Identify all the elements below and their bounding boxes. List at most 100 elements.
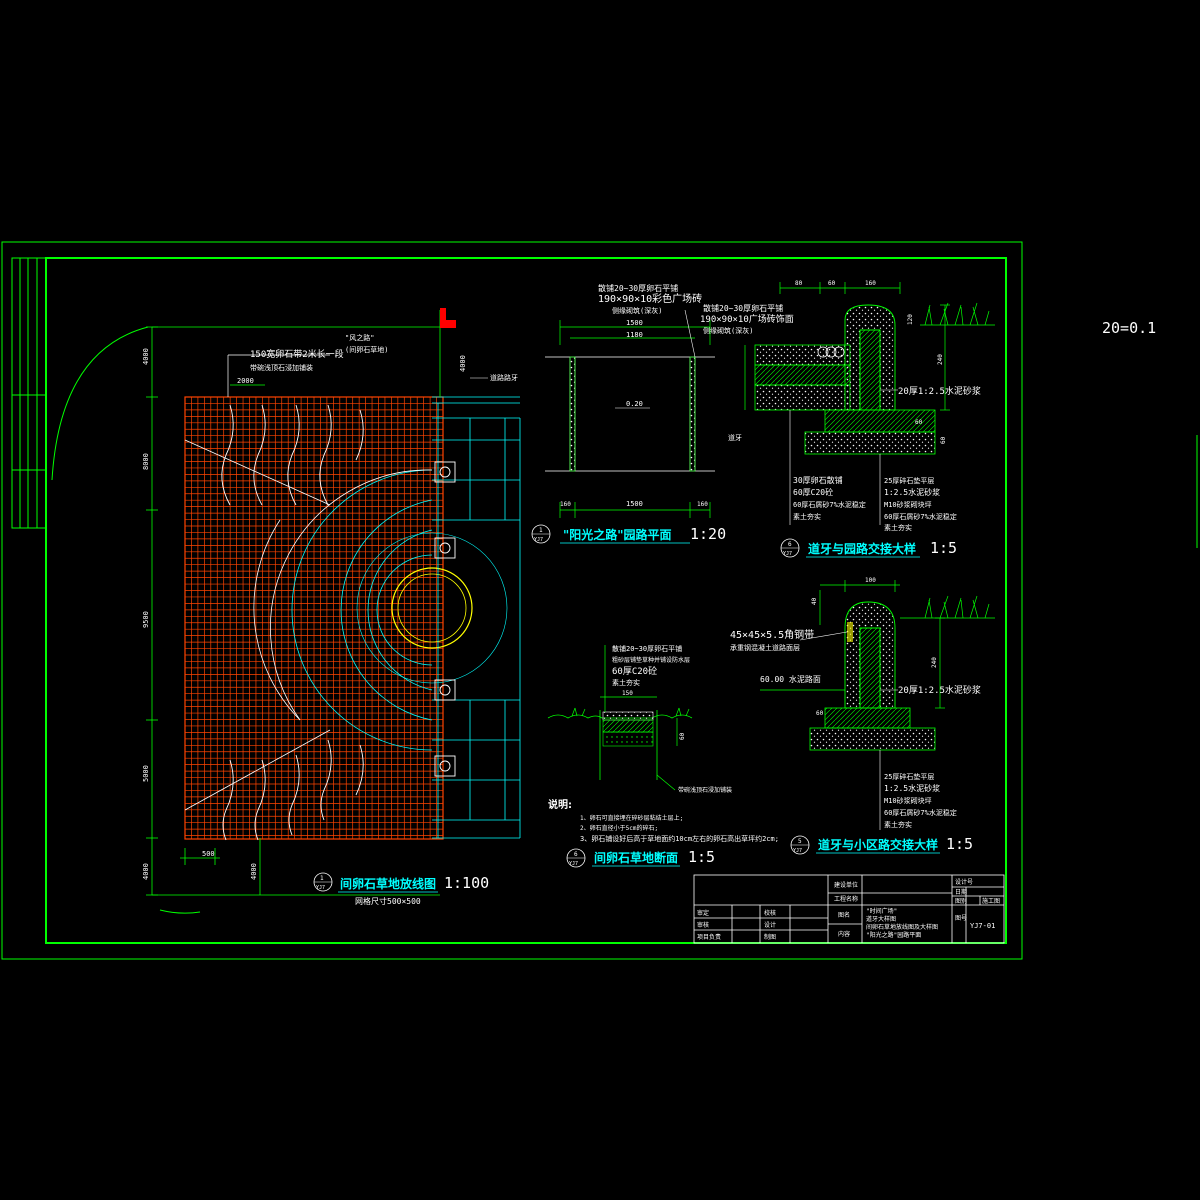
tb-drawing-no: YJ7-01 <box>970 922 995 930</box>
lane-layer-0: 25厚碎石垫平层 <box>884 772 934 781</box>
dim-60: 60 <box>828 280 836 287</box>
path-plan-scale: 1:20 <box>690 525 726 543</box>
sheet-frame <box>1 241 1198 960</box>
dim-40: 40 <box>811 597 818 605</box>
road-note: 60.00 水泥路面 <box>760 674 821 684</box>
tb-title-4: "阳光之路"园路平面 <box>866 931 921 939</box>
curb-note-2: 190×90×10广场砖饰面 <box>700 313 794 325</box>
top-note-4: (间卵石草地) <box>345 345 388 354</box>
tb-right-4: 图号 <box>955 915 967 922</box>
tb-row-3: 校核 <box>764 909 776 917</box>
pebble-dim-150: 150 <box>622 690 633 697</box>
layer-left-0: 30厚卵石散铺 <box>793 475 843 485</box>
side-paving <box>432 396 521 839</box>
dim-4000-b: 4000 <box>142 863 150 880</box>
path-plan-title: "阳光之路"园路平面 <box>563 527 672 542</box>
dim-160: 160 <box>865 280 876 287</box>
lane-layer-3: 60厚石屑砂7%水泥稳定 <box>884 808 957 817</box>
wavy-lines <box>221 404 364 841</box>
index-ref: YJ7 <box>534 537 543 543</box>
layer-left-1: 60厚C20砼 <box>793 487 833 497</box>
main-plan: 4000 8000 9500 5000 4000 4000 4000 500 2… <box>51 308 521 914</box>
pebble-note-4: 素土夯实 <box>612 678 640 687</box>
dim-240: 240 <box>931 657 938 668</box>
lane-layer-4: 素土夯实 <box>884 820 912 829</box>
index-ref: YJ7 <box>783 551 792 557</box>
tb-field-0: 图名 <box>838 911 850 919</box>
dim-4000-c: 4000 <box>250 863 258 880</box>
dim-500: 500 <box>202 850 215 858</box>
dim-5000: 5000 <box>142 765 150 782</box>
section-curb-lane: 100 60 240 40 45×45×5.5角钢带 承重钢混凝土道路面层 60… <box>730 577 995 855</box>
path-note-3: 侧缘砌筑(深灰) <box>612 306 662 315</box>
path-note-1: 散铺20~30厚卵石平铺 <box>598 283 678 293</box>
index-no: 6 <box>574 851 578 858</box>
index-ref: YJ7 <box>316 885 325 891</box>
dim-1500-bottom: 1500 <box>626 500 643 508</box>
top-note-2: 带碗浅顶石浸加铺装 <box>250 363 313 372</box>
curb-lane-scale: 1:5 <box>946 835 973 853</box>
main-plan-scale: 1:100 <box>444 874 489 892</box>
curb-path-title: 道牙与园路交接大样 <box>808 541 916 556</box>
layer-right-1: 1:2.5水泥砂浆 <box>884 487 940 497</box>
tb-right-1: 日期 <box>955 888 967 896</box>
tb-title-3: 间卵石草地放线图及大样图 <box>866 923 938 931</box>
dim-8000: 8000 <box>142 453 150 470</box>
dim-60-b: 60 <box>915 419 923 426</box>
slope-label: 0.20 <box>626 400 643 408</box>
tb-row-2: 项目负责 <box>697 933 721 941</box>
dim-9500: 9500 <box>142 611 150 628</box>
lane-layer-1: 1:2.5水泥砂浆 <box>884 783 940 793</box>
index-no: 1 <box>320 875 324 882</box>
tb-project-label: 工程名称 <box>834 895 858 903</box>
dim-60-c: 60 <box>940 436 947 444</box>
note-item-0: 1、卵石可直接埋在碎砂层粘结土层上; <box>580 814 683 822</box>
dim-100: 100 <box>865 577 876 584</box>
note-item-2: 3、卵石铺设好后高于草地面约10cm左右的卵石高出草坪约2cm; <box>580 834 779 843</box>
layer-left-2: 60厚石屑砂7%水泥稳定 <box>793 500 866 509</box>
lane-mortar-note: 20厚1:2.5水泥砂浆 <box>898 684 981 696</box>
lane-layer-2: M10砂浆砌块坪 <box>884 796 932 805</box>
dim-4000-d: 4000 <box>459 355 467 372</box>
tb-right-2: 图别 <box>955 897 967 905</box>
dim-120: 120 <box>907 314 914 325</box>
grass-icon <box>571 707 690 717</box>
notes-block: 说明: 1、卵石可直接埋在碎砂层粘结土层上; 2、卵石直径小于5cm的碎石; 3… <box>548 798 779 843</box>
curb-path-scale: 1:5 <box>930 539 957 557</box>
pebble-dim-60: 60 <box>679 732 686 740</box>
path-plan: 1500 1180 160 160 1500 0.20 道牙 散铺20~30厚卵… <box>531 283 742 544</box>
dim-4000-a: 4000 <box>142 348 150 365</box>
lane-note-2: 承重钢混凝土道路面层 <box>730 643 800 652</box>
dim-60: 60 <box>816 710 824 717</box>
curb-lane-title: 道牙与小区路交接大样 <box>818 837 938 852</box>
layer-right-2: M10砂浆砌块坪 <box>884 500 932 509</box>
tb-project-name: 建设单位 <box>834 881 858 889</box>
title-block: 建设单位 工程名称 审定 审核 项目负责 校核 设计 制图 图名 内容 "时间广… <box>693 874 1005 944</box>
grid-note: 网格尺寸500×500 <box>355 896 421 906</box>
grid-boundary <box>184 396 444 840</box>
path-note-2: 190×90×10彩色广场砖 <box>598 292 702 305</box>
tb-right-3: 施工图 <box>982 897 1000 905</box>
grass-icon <box>920 302 995 326</box>
curb-note-1: 散铺20~30厚卵石平铺 <box>703 303 783 313</box>
section-curb-path: 80 60 160 120 240 60 60 散铺20~30厚卵石平铺 190… <box>700 280 995 558</box>
center-circle <box>391 567 473 649</box>
tb-row-4: 设计 <box>764 921 776 929</box>
right-note: 道路路牙 <box>490 373 518 382</box>
layer-right-3: 60厚石屑砂7%水泥稳定 <box>884 512 957 521</box>
scale-note: 20=0.1 <box>1102 319 1156 337</box>
dim-160-right: 160 <box>697 501 708 508</box>
index-ref: YJ7 <box>793 848 802 854</box>
lane-note-1: 45×45×5.5角钢带 <box>730 628 814 641</box>
layer-right-0: 25厚碎石垫平层 <box>884 476 934 485</box>
curb-mortar-note: 20厚1:2.5水泥砂浆 <box>898 385 981 397</box>
index-ref: YJ7 <box>569 861 578 867</box>
curb-side-label: 道牙 <box>728 433 742 442</box>
layer-left-3: 素土夯实 <box>793 512 821 521</box>
tb-field-1: 内容 <box>838 930 850 938</box>
pebble-bottom-note: 带碗浅顶石浸加铺装 <box>678 786 732 794</box>
pebble-section-title: 间卵石草地断面 <box>594 850 678 865</box>
pebble-note-2: 粗砂层铺垫草种并铺设防水层 <box>612 656 690 664</box>
pebble-note-1: 散铺20~30厚卵石平铺 <box>612 644 682 653</box>
index-no: 1 <box>539 527 543 534</box>
